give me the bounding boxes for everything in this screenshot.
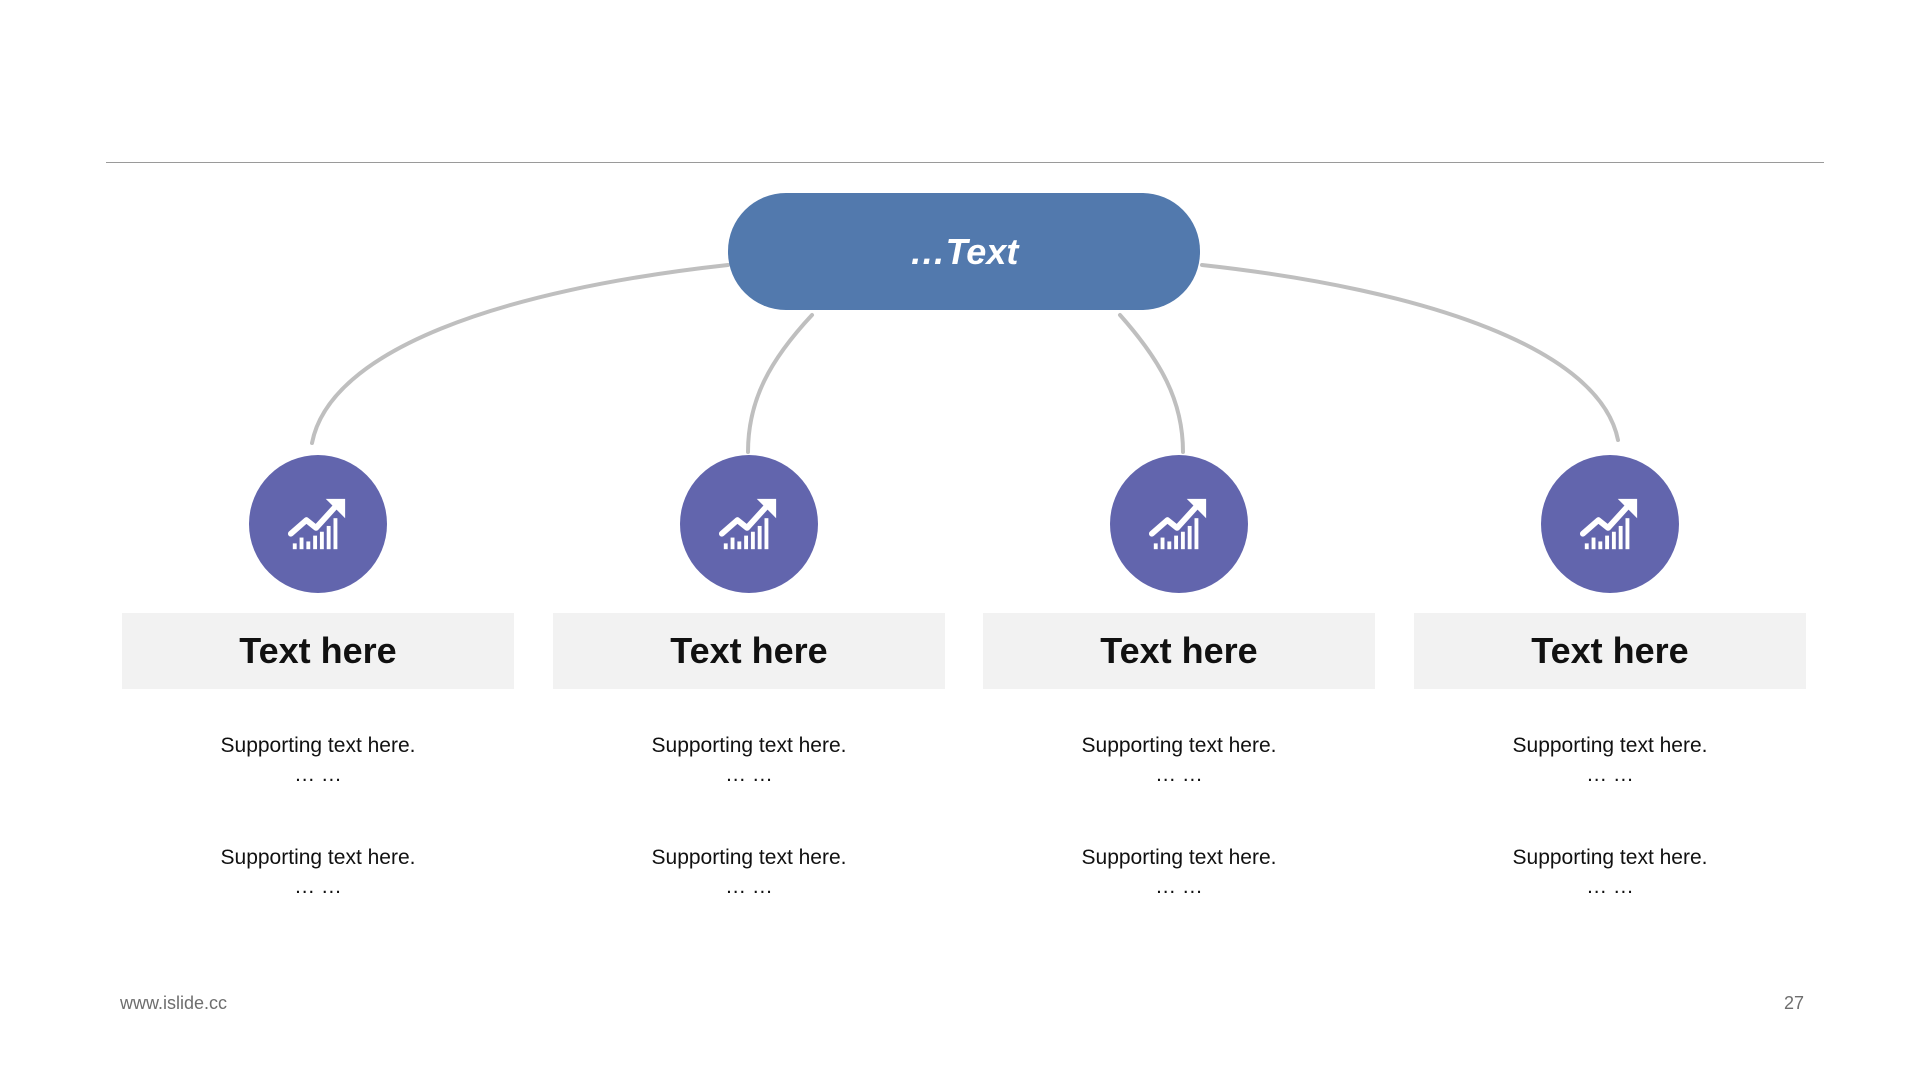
page-number: 27	[1784, 993, 1805, 1013]
supporting-text: Supporting text here.	[1081, 734, 1277, 757]
icon-circle	[249, 455, 387, 593]
top-divider	[106, 162, 1824, 163]
connector-3	[1118, 313, 1185, 454]
supporting-text: Supporting text here.	[651, 734, 847, 757]
supporting-ellipsis: … …	[1586, 875, 1634, 898]
supporting-ellipsis: … …	[294, 763, 342, 786]
icon-circle	[1110, 455, 1248, 593]
supporting-text-2: Supporting text here. … …	[122, 843, 514, 901]
supporting-text-1: Supporting text here. … …	[122, 731, 514, 789]
branch-title: Text here	[239, 630, 397, 671]
connector-1	[310, 263, 730, 445]
growth-chart-icon	[1579, 498, 1638, 550]
title-box: Text here	[553, 613, 945, 689]
title-box: Text here	[983, 613, 1375, 689]
supporting-text-1: Supporting text here. … …	[553, 731, 945, 789]
connector-2	[746, 313, 814, 454]
title-box: Text here	[122, 613, 514, 689]
supporting-ellipsis: … …	[1155, 875, 1203, 898]
branch-title: Text here	[670, 630, 828, 671]
supporting-text: Supporting text here.	[220, 734, 416, 757]
icon-circle	[1541, 455, 1679, 593]
supporting-text: Supporting text here.	[1512, 734, 1708, 757]
supporting-text-2: Supporting text here. … …	[553, 843, 945, 901]
supporting-text: Supporting text here.	[651, 846, 847, 869]
supporting-ellipsis: … …	[725, 875, 773, 898]
supporting-text-1: Supporting text here. … …	[1414, 731, 1806, 789]
supporting-ellipsis: … …	[1155, 763, 1203, 786]
footer-url[interactable]: www.islide.cc	[120, 993, 228, 1013]
supporting-text-1: Supporting text here. … …	[983, 731, 1375, 789]
icon-circle	[680, 455, 818, 593]
branch-title: Text here	[1531, 630, 1689, 671]
growth-chart-icon	[718, 498, 777, 550]
root-label: …Text	[909, 230, 1019, 272]
root-node: …Text	[728, 193, 1200, 310]
growth-chart-icon	[1148, 498, 1207, 550]
supporting-ellipsis: … …	[294, 875, 342, 898]
supporting-text-2: Supporting text here. … …	[983, 843, 1375, 901]
supporting-text: Supporting text here.	[1081, 846, 1277, 869]
branch-title: Text here	[1100, 630, 1258, 671]
growth-chart-icon	[287, 498, 346, 550]
supporting-ellipsis: … …	[725, 763, 773, 786]
supporting-ellipsis: … …	[1586, 763, 1634, 786]
title-box: Text here	[1414, 613, 1806, 689]
supporting-text: Supporting text here.	[220, 846, 416, 869]
supporting-text-2: Supporting text here. … …	[1414, 843, 1806, 901]
connector-4	[1200, 263, 1620, 442]
supporting-text: Supporting text here.	[1512, 846, 1708, 869]
